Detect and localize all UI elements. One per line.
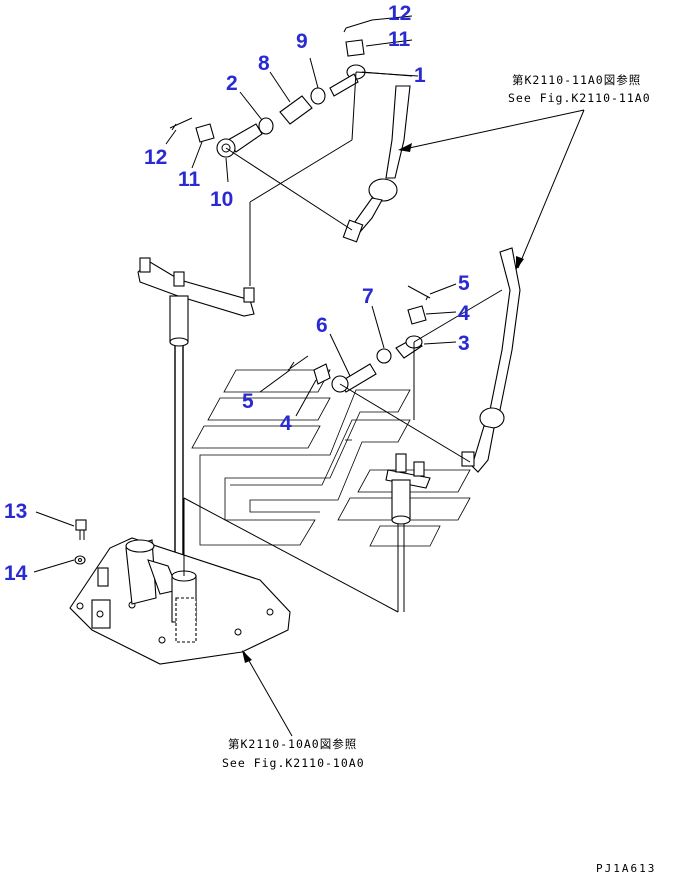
part-label-7: 7 [362, 285, 374, 308]
part-label-14: 14 [4, 562, 28, 585]
lower-linkage [183, 247, 521, 613]
part-label-2: 2 [226, 72, 238, 95]
ref-bottom-en: See Fig.K2110-10A0 [222, 756, 365, 770]
ref-bottom-jp: 第K2110-10A0図参照 [228, 737, 357, 751]
part-label-4b: 4 [280, 412, 292, 435]
part-label-5b: 5 [242, 390, 254, 413]
left-bellcrank [137, 257, 255, 575]
part-label-8: 8 [258, 52, 270, 75]
watermark-logo [191, 369, 471, 547]
part-labels: 1 2 3 4 4 5 5 6 7 8 9 10 11 11 12 12 13 … [4, 2, 470, 585]
diagram-code: PJ1A613 [596, 862, 656, 875]
part-label-12a: 12 [388, 2, 411, 25]
part-label-6: 6 [316, 314, 328, 337]
part-label-10: 10 [210, 188, 233, 211]
base-plate [69, 519, 291, 665]
upper-linkage [169, 19, 419, 286]
part-label-11a: 11 [388, 28, 411, 51]
part-label-4a: 4 [458, 302, 470, 325]
part-label-1: 1 [414, 64, 426, 87]
part-label-12b: 12 [144, 146, 167, 169]
reference-arrows [242, 109, 585, 737]
part-label-13: 13 [4, 500, 27, 523]
reference-notes: 第K2110-11A0図参照 See Fig.K2110-11A0 第K2110… [222, 73, 656, 875]
part-label-3: 3 [458, 332, 470, 355]
part-label-5a: 5 [458, 272, 470, 295]
leader-lines [33, 15, 457, 573]
ref-top-jp: 第K2110-11A0図参照 [512, 73, 641, 87]
part-label-11b: 11 [178, 168, 201, 191]
part-label-9: 9 [296, 30, 308, 53]
ref-top-en: See Fig.K2110-11A0 [508, 91, 651, 105]
